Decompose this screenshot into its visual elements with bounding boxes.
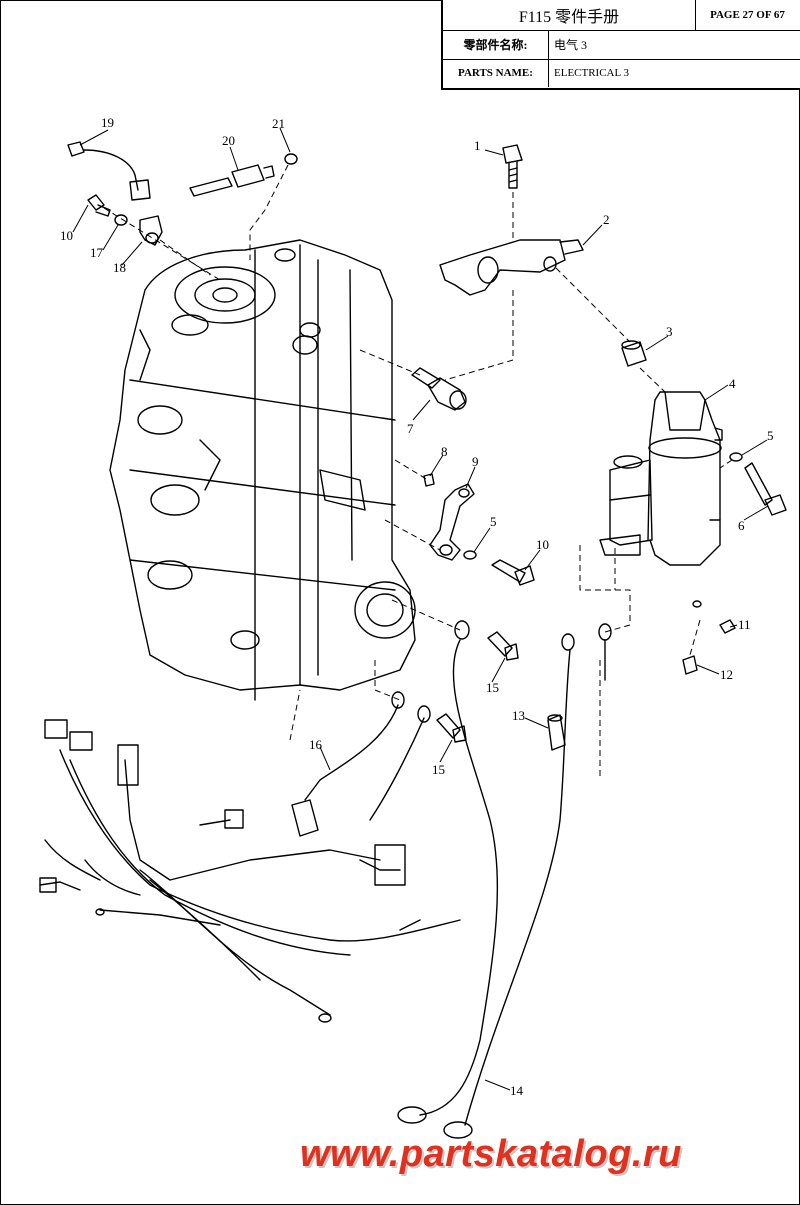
callout-11: 11 [738,617,751,632]
callout-18: 18 [113,260,126,275]
part-5-washer-upper [729,452,743,462]
part-3-sleeve [621,340,647,367]
en-name-label: PARTS NAME: [458,67,533,79]
engine-block [109,239,416,701]
page-number: PAGE 27 OF 67 [710,9,785,21]
en-name-value: ELECTRICAL 3 [554,67,630,79]
cn-name-label: 零部件名称: [463,38,528,52]
callout-leaders [72,127,769,1091]
callout-21: 21 [272,116,285,131]
callout-14: 14 [510,1083,524,1098]
callout-4: 4 [729,376,736,391]
part-16-ground-lead [291,691,431,837]
callout-9: 9 [472,454,479,469]
part-21-o-ring [284,153,298,165]
callout-1: 1 [474,138,481,153]
wire-harness [39,719,461,1023]
part-6-bolt [744,462,787,516]
model-title: F115 零件手册 [518,9,620,26]
callout-13: 13 [512,708,525,723]
callout-7: 7 [407,421,414,436]
part-2-bracket [439,239,584,296]
part-19-sensor-lead [67,141,151,201]
callout-5-upper: 5 [767,428,774,443]
part-18-crank-sensor [139,215,163,246]
callout-12: 12 [720,667,733,682]
part-17-washer [114,214,128,226]
callout-3: 3 [666,324,673,339]
part-10-bolt-lower [491,559,535,586]
callout-15-lower: 15 [432,762,445,777]
part-8-pin [423,473,435,487]
callout-19: 19 [101,115,114,130]
part-1-bolt [502,144,523,189]
watermark: www.partskatalog.ru [300,1133,682,1175]
callout-20: 20 [222,133,235,148]
callout-5-lower: 5 [490,514,497,529]
part-12-connector [682,655,698,675]
cn-name-row: 零部件名称: 电气 3 [443,30,800,60]
part-20-thermo-sensor [189,164,275,197]
part-5-washer-lower [463,550,477,560]
callout-numbers: 1 2 3 4 5 6 7 8 9 5 10 11 12 13 14 15 15… [60,115,774,1098]
callout-2: 2 [603,212,610,227]
assembly-leader-lines [103,164,733,780]
part-9-link-arm [429,483,475,561]
part-13-boot [547,714,566,751]
part-10-bolt-upper [87,194,111,217]
callout-15-upper: 15 [486,680,499,695]
title-block: F115 零件手册 PAGE 27 OF 67 零部件名称: 电气 3 PART… [441,0,800,90]
title-row: F115 零件手册 PAGE 27 OF 67 [443,0,800,31]
part-11-bolt [692,600,736,634]
part-4-starter-motor [599,391,723,566]
callout-8: 8 [441,444,448,459]
callout-17: 17 [90,245,104,260]
part-7-sensor [411,367,467,411]
callout-10-lower: 10 [536,537,549,552]
part-15-bolts [436,631,519,743]
en-name-row: PARTS NAME: ELECTRICAL 3 [443,59,800,87]
callout-10-upper: 10 [60,228,73,243]
callout-6: 6 [738,518,745,533]
cn-name-value: 电气 3 [554,38,588,52]
part-14-battery-cable [397,620,612,1139]
callout-16: 16 [309,737,323,752]
